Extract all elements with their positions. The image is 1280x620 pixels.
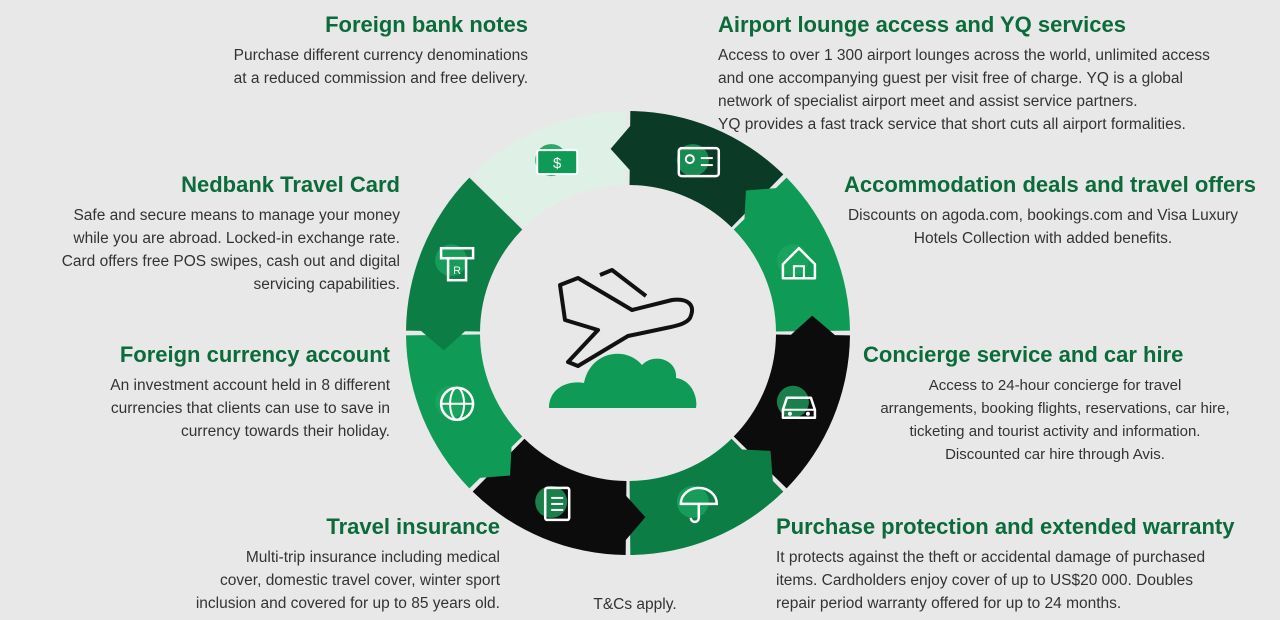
airport-lounge-text: Access to over 1 300 airport lounges acr… <box>718 47 1210 133</box>
airport-lounge-title: Airport lounge access and YQ services <box>718 12 1126 37</box>
travel-card-title: Nedbank Travel Card <box>181 172 400 197</box>
accommodation-section: Accommodation deals and travel offers Di… <box>800 172 1256 250</box>
svg-text:$: $ <box>553 155 562 172</box>
foreign-bank-notes-section: Foreign bank notes Purchase different cu… <box>150 12 528 90</box>
travel-card-section: Nedbank Travel Card Safe and secure mean… <box>20 172 400 296</box>
concierge-title: Concierge service and car hire <box>863 342 1184 367</box>
lounge-card-icon <box>676 144 721 178</box>
accommodation-text: Discounts on agoda.com, bookings.com and… <box>847 207 1239 247</box>
house-icon <box>776 244 817 280</box>
foreign-currency-title: Foreign currency account <box>119 342 390 367</box>
foreign-currency-section: Foreign currency account An investment a… <box>40 342 390 443</box>
airport-lounge-section: Airport lounge access and YQ services Ac… <box>718 12 1278 136</box>
wheel-segments <box>406 111 850 555</box>
banknote-icon: $ <box>535 144 579 177</box>
umbrella-icon <box>676 485 719 524</box>
accommodation-title: Accommodation deals and travel offers <box>844 172 1256 197</box>
foreign-bank-notes-title: Foreign bank notes <box>325 12 528 37</box>
travel-insurance-section: Travel insurance Multi-trip insurance in… <box>150 514 500 615</box>
svg-text:R: R <box>453 265 461 277</box>
foreign-currency-text: An investment account held in 8 differen… <box>110 377 390 440</box>
airplane-cloud-icon <box>549 268 697 408</box>
foreign-bank-notes-text: Purchase different currency denomination… <box>233 47 528 87</box>
travel-card-text: Safe and secure means to manage your mon… <box>61 207 400 293</box>
purchase-protection-text: It protects against the theft or acciden… <box>776 549 1206 612</box>
globe-icon <box>435 385 475 422</box>
car-icon <box>776 385 817 420</box>
travel-insurance-text: Multi-trip insurance including medical c… <box>195 549 500 612</box>
terms-note: T&Cs apply. <box>593 596 677 613</box>
concierge-section: Concierge service and car hire Access to… <box>845 342 1265 466</box>
purchase-protection-title: Purchase protection and extended warrant… <box>776 514 1235 539</box>
concierge-text: Access to 24-hour concierge for travel a… <box>880 377 1230 463</box>
card-atm-icon: R <box>435 244 475 282</box>
purchase-protection-section: Purchase protection and extended warrant… <box>776 514 1276 615</box>
document-icon <box>535 485 571 522</box>
wheel-icons: $R <box>435 144 817 524</box>
travel-insurance-title: Travel insurance <box>326 514 500 539</box>
